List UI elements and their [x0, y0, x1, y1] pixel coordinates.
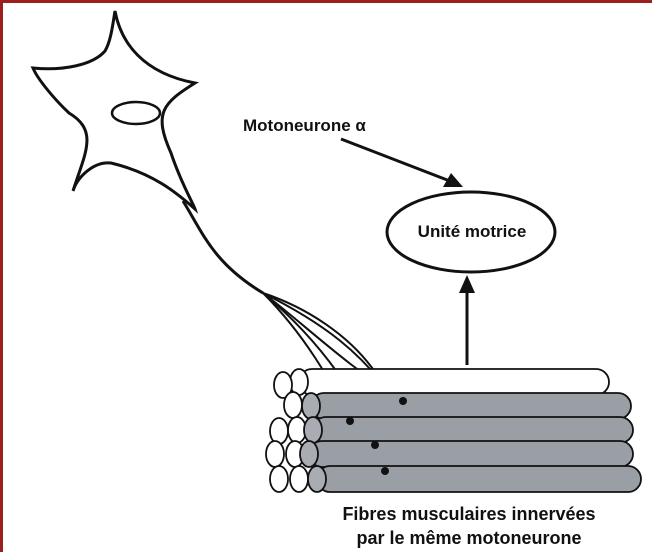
caption-line-1: Fibres musculaires innervées	[303, 502, 635, 526]
fiber-end	[270, 418, 288, 444]
caption-line-2: par le même motoneurone	[303, 526, 635, 550]
synapse-dot	[381, 467, 389, 475]
muscle-fiber	[317, 466, 641, 492]
muscle-fiber	[299, 369, 609, 395]
muscle-fiber	[309, 441, 633, 467]
neuron-label: Motoneurone α	[243, 116, 366, 136]
fiber-end	[300, 441, 318, 467]
motor-unit-label: Unité motrice	[389, 222, 555, 242]
fiber-end	[308, 466, 326, 492]
arrowhead	[459, 275, 475, 293]
muscle-fiber-bundle	[266, 369, 641, 492]
muscle-fiber	[313, 417, 633, 443]
synapse-dot	[399, 397, 407, 405]
synapse-dot	[371, 441, 379, 449]
muscle-fiber	[311, 393, 631, 419]
fiber-end	[290, 466, 308, 492]
fiber-end	[304, 417, 322, 443]
neuron-nucleus	[112, 102, 160, 124]
fiber-end	[302, 393, 320, 419]
axon	[183, 201, 263, 293]
figure-caption: Fibres musculaires innervées par le même…	[303, 502, 635, 550]
fiber-end	[290, 369, 308, 395]
fiber-end	[270, 466, 288, 492]
synapse-dot	[346, 417, 354, 425]
diagram-drawing	[3, 3, 652, 555]
arrow-neuron-to-unit	[341, 139, 455, 183]
fiber-end	[266, 441, 284, 467]
fiber-end	[284, 392, 302, 418]
